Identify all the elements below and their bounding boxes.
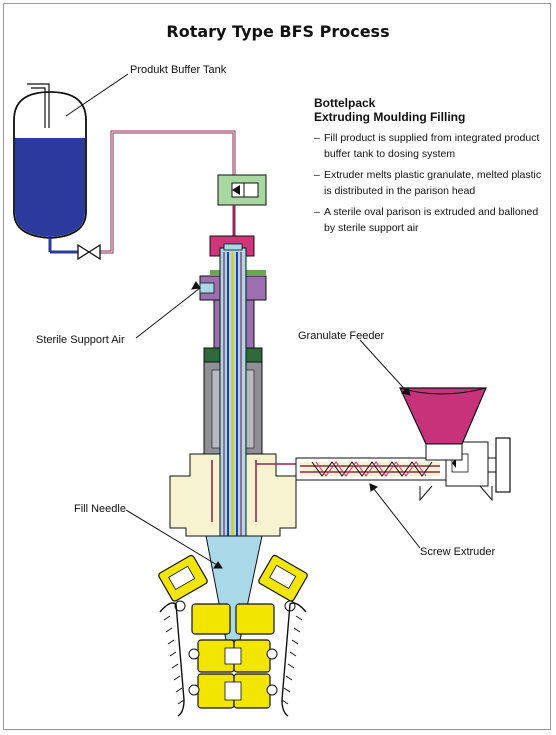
page-title: Rotary Type BFS Process (166, 22, 390, 41)
fill-needle (219, 243, 247, 606)
product-pipe (50, 130, 236, 254)
valve-icon (77, 243, 101, 261)
diagram-frame (3, 3, 551, 730)
description-point: A sterile oval parison is extruded and b… (314, 204, 550, 236)
label-granulate-feeder: Granulate Feeder (298, 330, 385, 342)
description-list: Fill product is supplied from integrated… (314, 130, 550, 236)
description-heading-1: Bottelpack (314, 96, 376, 110)
description-point: Extruder melts plastic granulate, melted… (314, 167, 550, 199)
rotary-mould (158, 554, 308, 717)
process-description: Bottelpack Extruding Moulding Filling Fi… (314, 96, 550, 241)
label-buffer-tank: Produkt Buffer Tank (130, 64, 227, 76)
melt-channels (211, 460, 296, 522)
label-fill-needle: Fill Needle (74, 503, 126, 515)
product-buffer-tank (13, 83, 87, 252)
screw-extruder (295, 437, 511, 502)
leader-lines (65, 73, 421, 569)
label-sterile-air: Sterile Support Air (36, 334, 125, 346)
dosing-unit (217, 174, 267, 236)
description-point: Fill product is supplied from integrated… (314, 130, 550, 162)
description-heading-2: Extruding Moulding Filling (314, 110, 466, 124)
label-screw-extruder: Screw Extruder (420, 546, 496, 558)
granulate-hopper (399, 387, 487, 461)
